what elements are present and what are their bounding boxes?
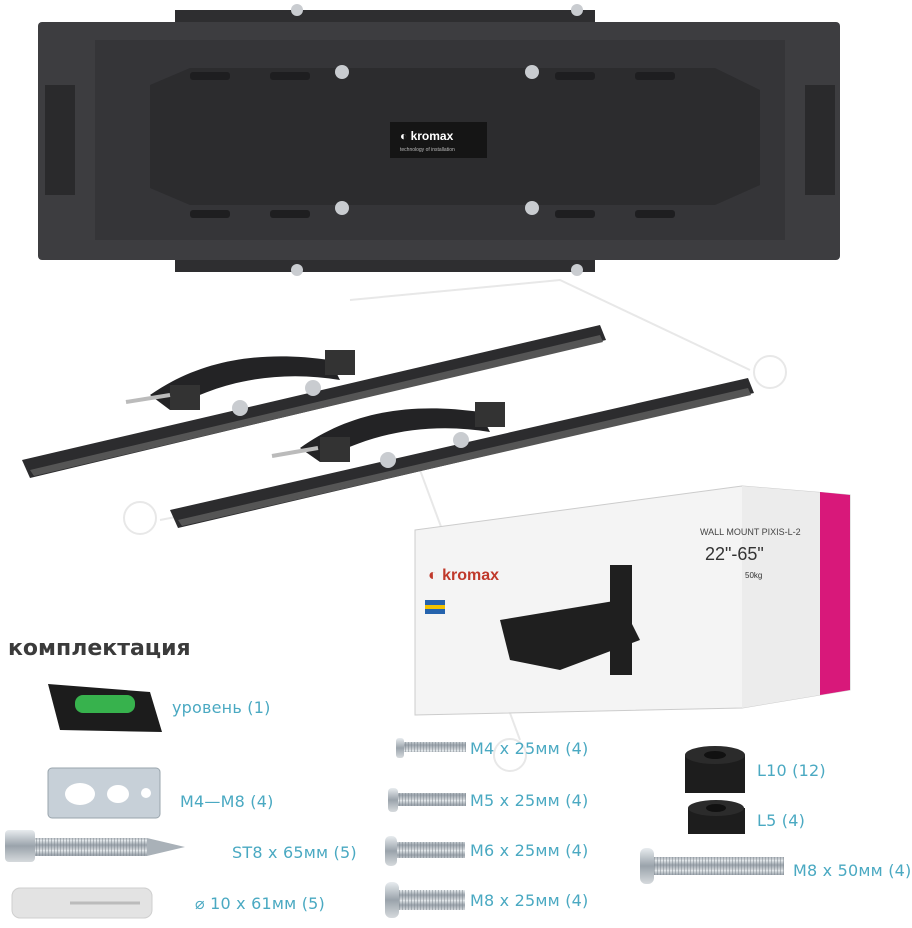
product-box: ◐ kromax WALL MOUNT PIXIS-L-2 22"-65" 50… bbox=[414, 485, 851, 716]
wall-plate: ◐ kromax technology of installation bbox=[38, 4, 840, 276]
washer-plate bbox=[47, 767, 161, 819]
item-label-l10: L10 (12) bbox=[757, 761, 826, 780]
item-label-m4: M4 x 25мм (4) bbox=[470, 739, 589, 758]
spacers bbox=[685, 746, 745, 834]
item-label-l5: L5 (4) bbox=[757, 811, 806, 830]
spirit-level bbox=[48, 684, 162, 732]
svg-text:◐ kromax: ◐ kromax bbox=[428, 567, 499, 584]
lag-screw bbox=[5, 830, 185, 862]
section-title: комплектация bbox=[8, 636, 191, 661]
svg-text:WALL MOUNT PIXIS-L-2: WALL MOUNT PIXIS-L-2 bbox=[700, 527, 801, 537]
item-label-anchor: ⌀ 10 x 61мм (5) bbox=[195, 894, 325, 913]
item-label-lag-screw: ST8 x 65мм (5) bbox=[232, 843, 357, 862]
item-label-m6: M6 x 25мм (4) bbox=[470, 841, 589, 860]
item-label-washer: M4—M8 (4) bbox=[180, 792, 274, 811]
item-label-m8: M8 x 25мм (4) bbox=[470, 891, 589, 910]
bolts bbox=[385, 738, 784, 918]
svg-text:22"-65": 22"-65" bbox=[705, 544, 764, 564]
item-label-m5: M5 x 25мм (4) bbox=[470, 791, 589, 810]
wall-anchor bbox=[11, 887, 153, 919]
plate-logo-badge bbox=[390, 122, 487, 158]
tv-brackets bbox=[22, 325, 754, 528]
item-label-m8-50: M8 x 50мм (4) bbox=[793, 861, 912, 880]
svg-text:50kg: 50kg bbox=[745, 571, 762, 580]
svg-text:◐ kromax: ◐ kromax bbox=[400, 129, 454, 143]
svg-text:technology of installation: technology of installation bbox=[400, 147, 455, 153]
item-label-level: уровень (1) bbox=[172, 698, 271, 717]
